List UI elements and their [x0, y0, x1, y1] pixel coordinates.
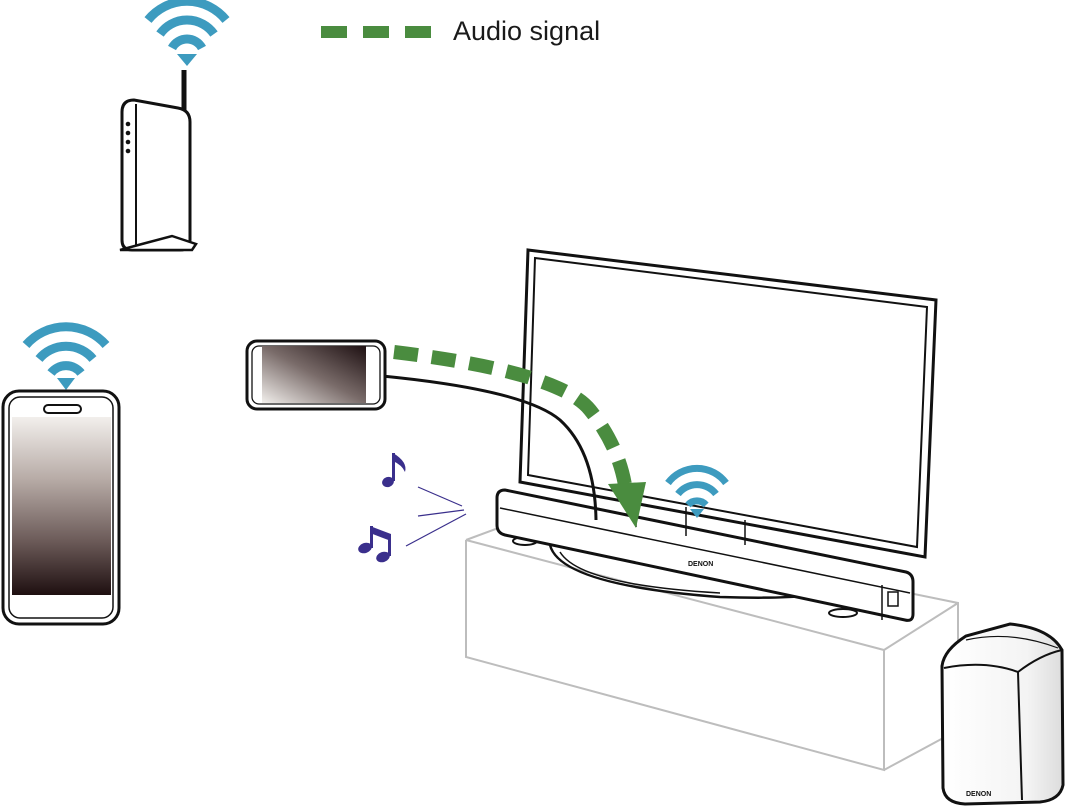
music-note-icon: [358, 526, 391, 563]
soundbar-logo: DENON: [688, 561, 713, 568]
wifi-icon: [22, 322, 110, 390]
wifi-icon: [144, 0, 230, 66]
subwoofer-logo: DENON: [966, 791, 991, 798]
smartphone-icon: [1, 322, 121, 626]
sound-lines: [405, 486, 467, 547]
music-note-icon: [382, 453, 406, 488]
legend-label: Audio signal: [453, 16, 600, 46]
wifi-icon: [665, 464, 729, 518]
subwoofer-icon: DENON: [940, 622, 1065, 806]
audio-signal-arrow: [393, 345, 646, 528]
wireless-router-icon: [119, 0, 230, 252]
arrow-head: [608, 482, 646, 528]
audio-cable: [381, 374, 598, 521]
soundbar-icon: DENON: [495, 488, 915, 622]
legend: Audio signal: [321, 16, 600, 46]
smartphone-icon: [245, 339, 387, 411]
